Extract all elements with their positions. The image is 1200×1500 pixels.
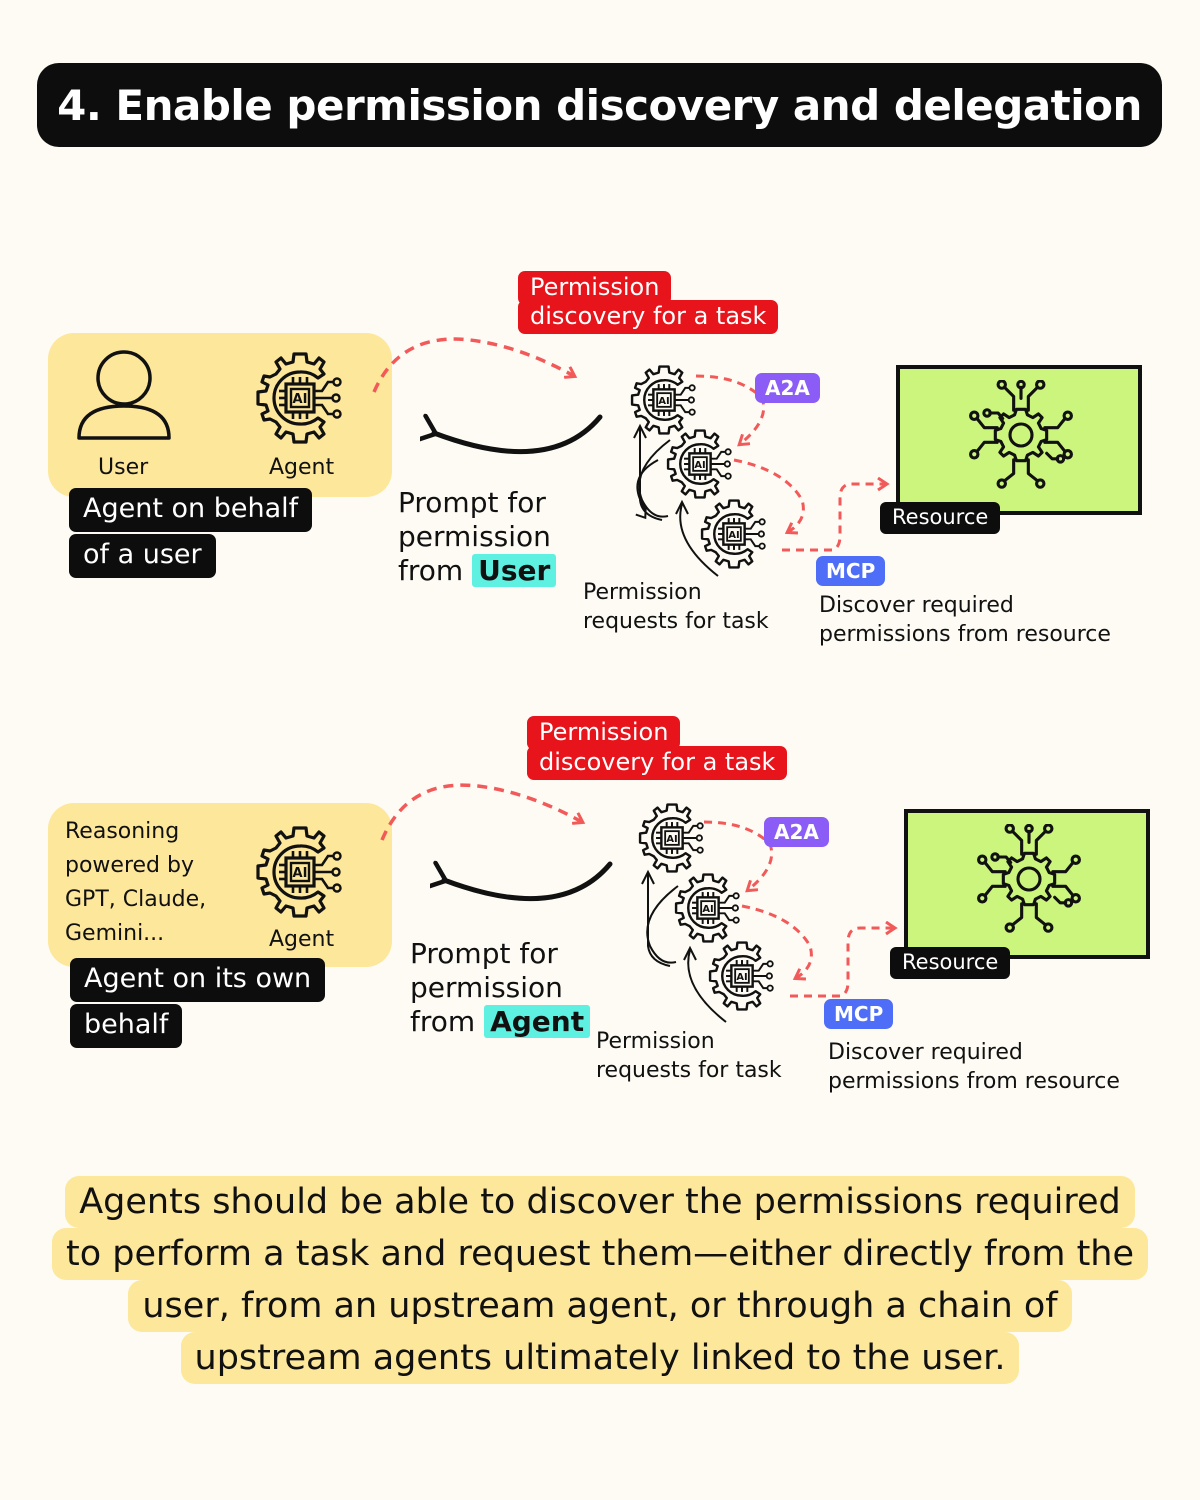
reasoning-line-1: Reasoning bbox=[65, 819, 180, 844]
agent-label: Agent bbox=[269, 927, 335, 952]
discover-caption-line-1: Discover required bbox=[828, 1040, 1023, 1065]
discovery-label-line-2: discovery for a task bbox=[518, 300, 779, 334]
summary-line-4: upstream agents ultimately linked to the… bbox=[180, 1332, 1020, 1384]
prompt-line-3: from User bbox=[398, 554, 557, 588]
summary-line-2: to perform a task and request them—eithe… bbox=[51, 1228, 1149, 1280]
a2a-badge: A2A bbox=[764, 817, 829, 847]
resource-dashed-arrow-icon bbox=[782, 470, 900, 552]
dashed-arrow-icon bbox=[380, 783, 608, 841]
requests-caption-line-1: Permission bbox=[596, 1029, 715, 1054]
curved-arrow-icon bbox=[420, 405, 603, 455]
resource-panel bbox=[904, 809, 1150, 959]
resource-label: Resource bbox=[890, 947, 1011, 979]
summary-row-3: user, from an upstream agent, or through… bbox=[40, 1280, 1160, 1332]
mcp-badge: MCP bbox=[824, 999, 894, 1029]
resource-dashed-arrow-icon bbox=[790, 914, 908, 998]
user-icon bbox=[77, 350, 171, 440]
caption-line-1: Agent on behalf bbox=[69, 488, 313, 532]
discovery-label-line-2: discovery for a task bbox=[527, 746, 788, 780]
dashed-arrow-icon bbox=[372, 337, 600, 393]
agent-label: Agent bbox=[269, 455, 335, 480]
reasoning-line-4: Gemini... bbox=[65, 921, 165, 946]
caption-line-2: behalf bbox=[70, 1004, 183, 1048]
a2a-badge: A2A bbox=[755, 373, 820, 403]
discover-caption-line-1: Discover required bbox=[819, 593, 1014, 618]
reasoning-line-3: GPT, Claude, bbox=[65, 887, 207, 912]
prompt-target-highlight: Agent bbox=[484, 1005, 591, 1038]
discovery-label-line-1: Permission bbox=[518, 271, 672, 305]
caption-line-1: Agent on its own bbox=[70, 958, 326, 1002]
page-title: 4. Enable permission discovery and deleg… bbox=[37, 63, 1162, 147]
resource-label: Resource bbox=[880, 502, 1001, 534]
discovery-label-line-1: Permission bbox=[527, 716, 681, 750]
ai-gear-icon bbox=[250, 348, 350, 448]
prompt-line-1: Prompt for bbox=[410, 937, 558, 970]
requests-caption-line-1: Permission bbox=[583, 580, 702, 605]
requests-caption-line-2: requests for task bbox=[596, 1058, 782, 1083]
summary-line-1: Agents should be able to discover the pe… bbox=[65, 1176, 1135, 1228]
circuit-gear-icon bbox=[966, 380, 1076, 490]
discover-caption-line-2: permissions from resource bbox=[828, 1069, 1120, 1094]
resource-panel bbox=[896, 365, 1142, 515]
summary-row-2: to perform a task and request them—eithe… bbox=[40, 1228, 1160, 1280]
prompt-from: from bbox=[398, 554, 464, 587]
prompt-from: from bbox=[410, 1005, 476, 1038]
prompt-line-2: permission bbox=[410, 971, 563, 1004]
mcp-badge: MCP bbox=[816, 556, 886, 586]
summary-row-4: upstream agents ultimately linked to the… bbox=[40, 1332, 1160, 1384]
prompt-line-2: permission bbox=[398, 520, 551, 553]
summary-row-1: Agents should be able to discover the pe… bbox=[40, 1176, 1160, 1228]
prompt-line-3: from Agent bbox=[410, 1005, 591, 1039]
circuit-gear-icon bbox=[974, 824, 1084, 934]
prompt-line-1: Prompt for bbox=[398, 486, 546, 519]
curved-arrow-icon bbox=[430, 852, 613, 902]
caption-line-2: of a user bbox=[69, 534, 216, 578]
requests-caption-line-2: requests for task bbox=[583, 609, 769, 634]
prompt-target-highlight: User bbox=[472, 554, 557, 587]
reasoning-line-2: powered by bbox=[65, 853, 194, 878]
discover-caption-line-2: permissions from resource bbox=[819, 622, 1111, 647]
ai-gear-icon bbox=[250, 822, 350, 922]
summary-line-3: user, from an upstream agent, or through… bbox=[128, 1280, 1072, 1332]
user-label: User bbox=[98, 455, 149, 480]
